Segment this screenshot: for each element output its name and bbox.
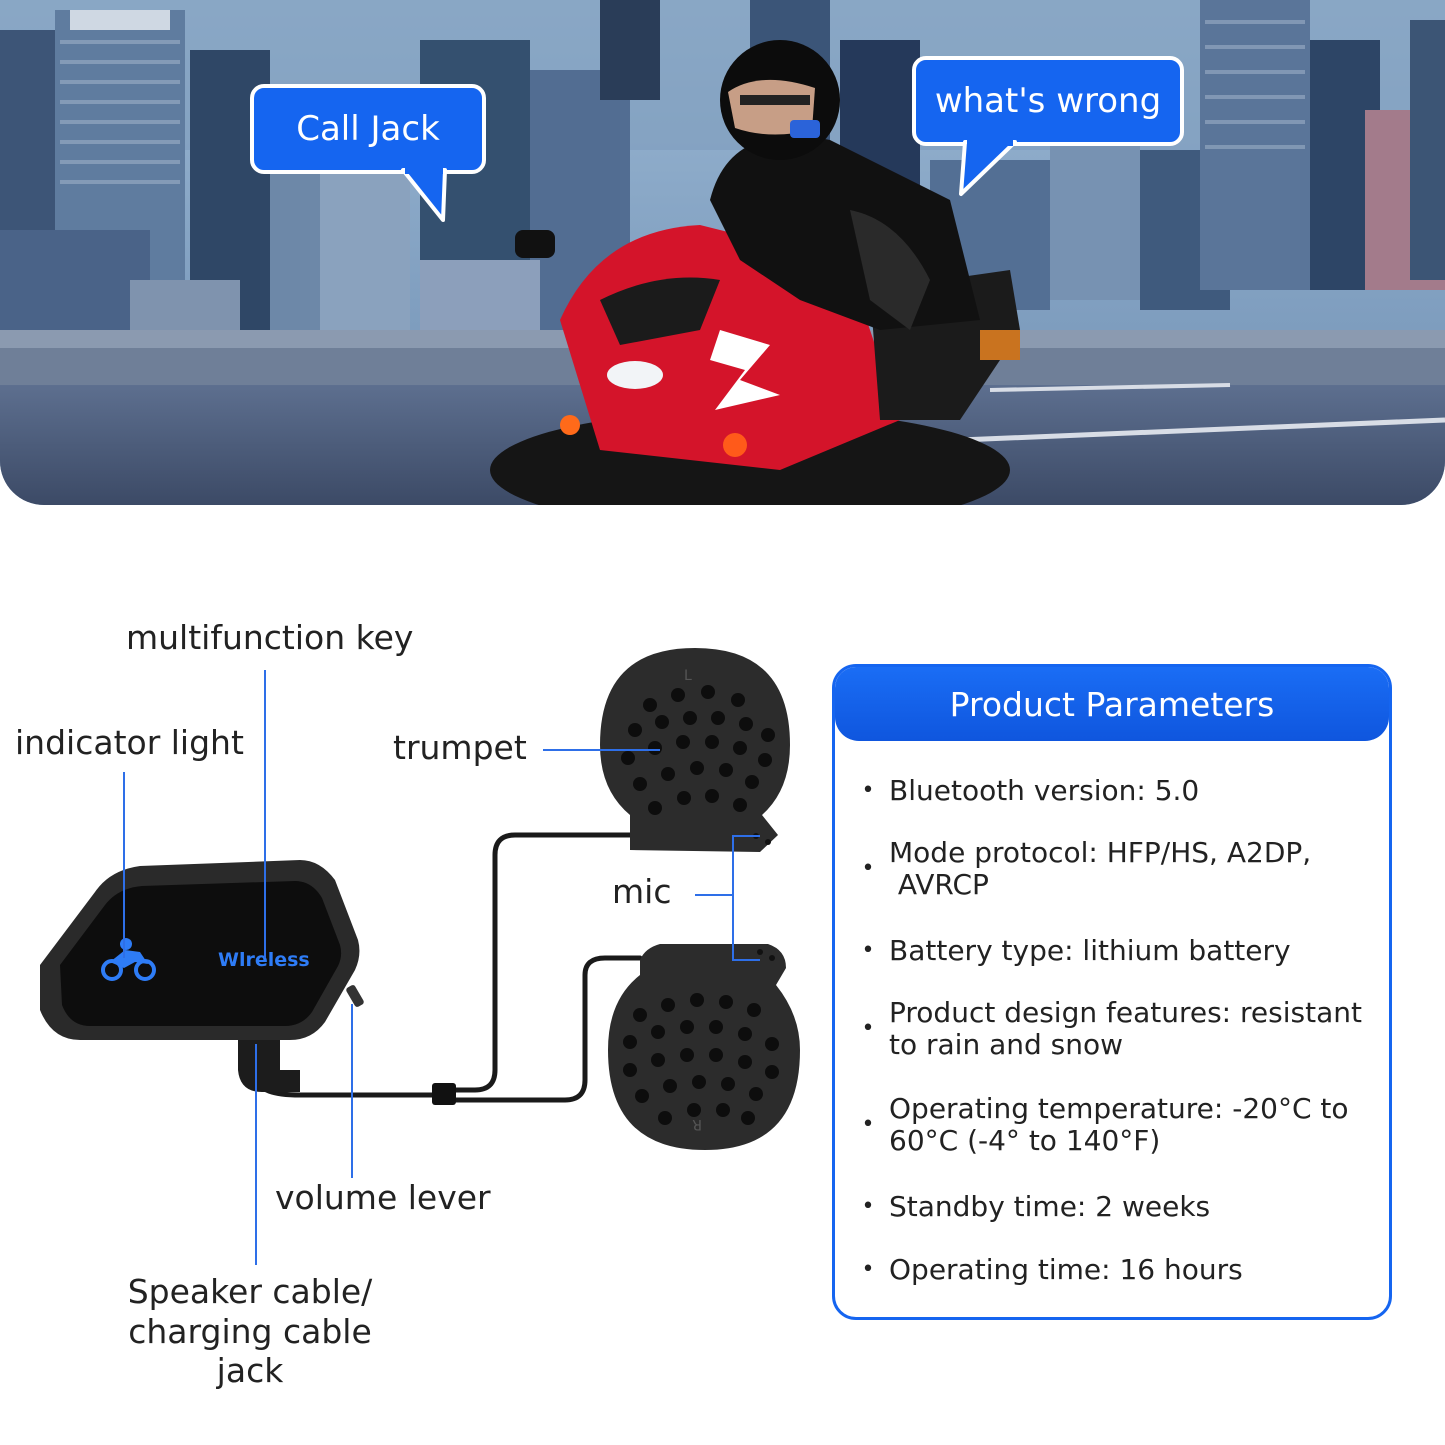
label-speaker-cable: Speaker cable/ charging cable jack [90, 1272, 410, 1391]
label-speaker-cable-line2: charging cable jack [128, 1311, 372, 1391]
parameter-text: Standby time: 2 weeks [889, 1190, 1211, 1223]
speech-bubble-right: what's wrong [912, 56, 1184, 146]
label-trumpet: trumpet [393, 728, 527, 767]
bullet-icon: • [861, 1016, 875, 1041]
product-parameters-header: Product Parameters [835, 667, 1389, 741]
intercom-unit: Wlreless [40, 860, 364, 1040]
product-diagram: Wlreless L R [40, 648, 800, 1265]
bullet-icon: • [861, 938, 875, 963]
parameter-item: • Bluetooth version: 5.0 [835, 775, 1375, 807]
speech-bubble-right-text: what's wrong [934, 81, 1162, 121]
parameter-item: • Product design features: resistant to … [835, 997, 1375, 1061]
label-indicator-light: indicator light [15, 723, 244, 762]
bullet-icon: • [861, 856, 875, 881]
parameter-item: • Mode protocol: HFP/HS, A2DP, AVRCP [835, 837, 1375, 901]
parameter-text-cont: AVRCP [889, 868, 989, 901]
label-volume-lever: volume lever [275, 1178, 491, 1217]
callout-lines [123, 670, 760, 1265]
device-brand-text: Wlreless [218, 949, 310, 971]
mic-ports [753, 833, 775, 961]
parameter-item: • Operating temperature: -20°C to 60°C (… [835, 1093, 1375, 1157]
parameter-text: Battery type: lithium battery [889, 934, 1291, 967]
city-motorcycle-scene [0, 0, 1445, 505]
parameter-item: • Battery type: lithium battery [835, 935, 1375, 967]
parameter-text: Bluetooth version: 5.0 [889, 774, 1200, 807]
parameter-text: Operating time: 16 hours [889, 1253, 1243, 1286]
parameter-text: Mode protocol: HFP/HS, A2DP, [889, 836, 1312, 869]
speech-bubble-right-tail [959, 140, 1017, 196]
speaker-right: R [608, 944, 800, 1150]
parameter-text: Operating temperature: -20°C to [889, 1092, 1349, 1125]
parameter-text-cont: 60°C (-4° to 140°F) [889, 1124, 1161, 1157]
cable-jack [238, 1040, 300, 1092]
bullet-icon: • [861, 1257, 875, 1282]
speech-bubble-left-tail [401, 168, 447, 222]
bullet-icon: • [861, 1194, 875, 1219]
speaker-right-mark: R [692, 1116, 702, 1132]
speaker-left-mark: L [684, 668, 692, 684]
label-speaker-cable-line1: Speaker cable/ [127, 1272, 373, 1311]
speech-bubble-left: Call Jack [250, 84, 486, 174]
cable-splitter [432, 1083, 456, 1105]
parameter-text: Product design features: resistant [889, 996, 1362, 1029]
parameter-item: • Standby time: 2 weeks [835, 1191, 1375, 1223]
speaker-left: L [600, 648, 790, 852]
hero-photo: Call Jack what's wrong [0, 0, 1445, 505]
speech-bubble-left-text: Call Jack [296, 109, 440, 149]
label-mic: mic [612, 872, 672, 911]
bullet-icon: • [861, 1112, 875, 1137]
parameter-text-cont: to rain and snow [889, 1028, 1124, 1061]
product-parameters-card: Product Parameters • Bluetooth version: … [832, 664, 1392, 1320]
label-multifunction-key: multifunction key [126, 618, 414, 657]
parameter-item: • Operating time: 16 hours [835, 1254, 1375, 1286]
product-parameters-title: Product Parameters [949, 684, 1275, 724]
rider [710, 40, 980, 330]
bullet-icon: • [861, 778, 875, 803]
